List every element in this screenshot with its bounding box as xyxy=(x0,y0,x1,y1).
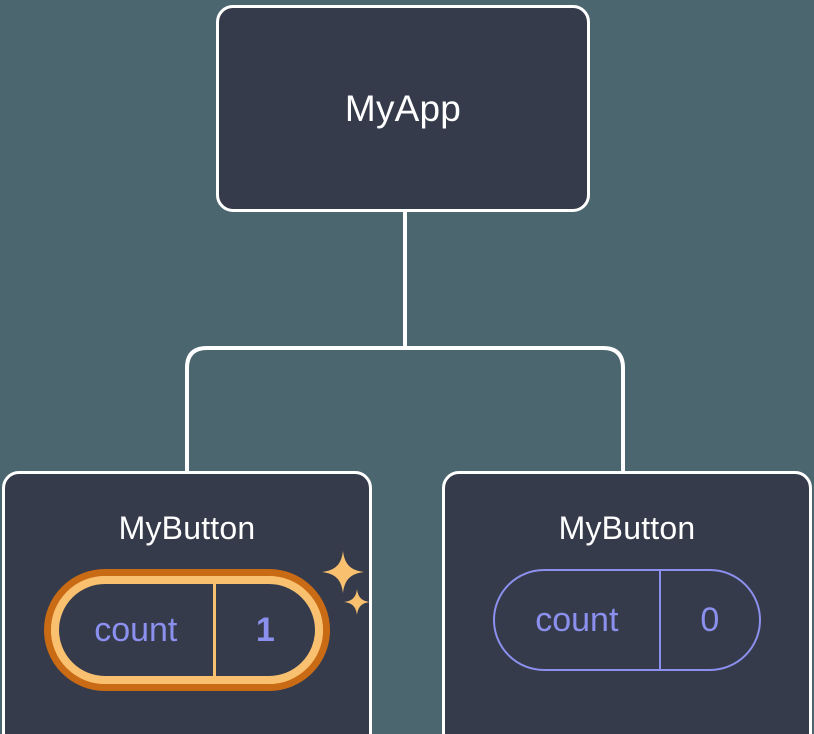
state-value-left: 1 xyxy=(212,584,315,676)
state-pill-count-idle[interactable]: count 0 xyxy=(493,569,761,671)
node-title-mybutton-right: MyButton xyxy=(558,510,696,546)
state-pill-count-updated[interactable]: count 1 xyxy=(44,569,330,691)
node-title-mybutton-left: MyButton xyxy=(118,510,256,546)
node-card-myapp[interactable]: MyApp xyxy=(216,5,590,212)
state-key-right: count xyxy=(535,601,619,639)
sparkle-small-icon xyxy=(344,589,370,615)
state-pill-wrap-right: count 0 xyxy=(493,569,761,671)
node-card-mybutton-right[interactable]: MyButton count 0 xyxy=(442,471,812,734)
state-key-left: count xyxy=(94,611,178,649)
node-title-myapp: MyApp xyxy=(344,87,462,129)
state-value-right: 0 xyxy=(658,571,759,669)
connector-branch-bar xyxy=(185,346,625,478)
sparkle-large-icon xyxy=(322,551,364,593)
node-card-mybutton-left[interactable]: MyButton count 1 xyxy=(2,471,372,734)
state-pill-inner-left: count 1 xyxy=(51,576,323,684)
state-pill-wrap-left: count 1 xyxy=(44,551,370,691)
